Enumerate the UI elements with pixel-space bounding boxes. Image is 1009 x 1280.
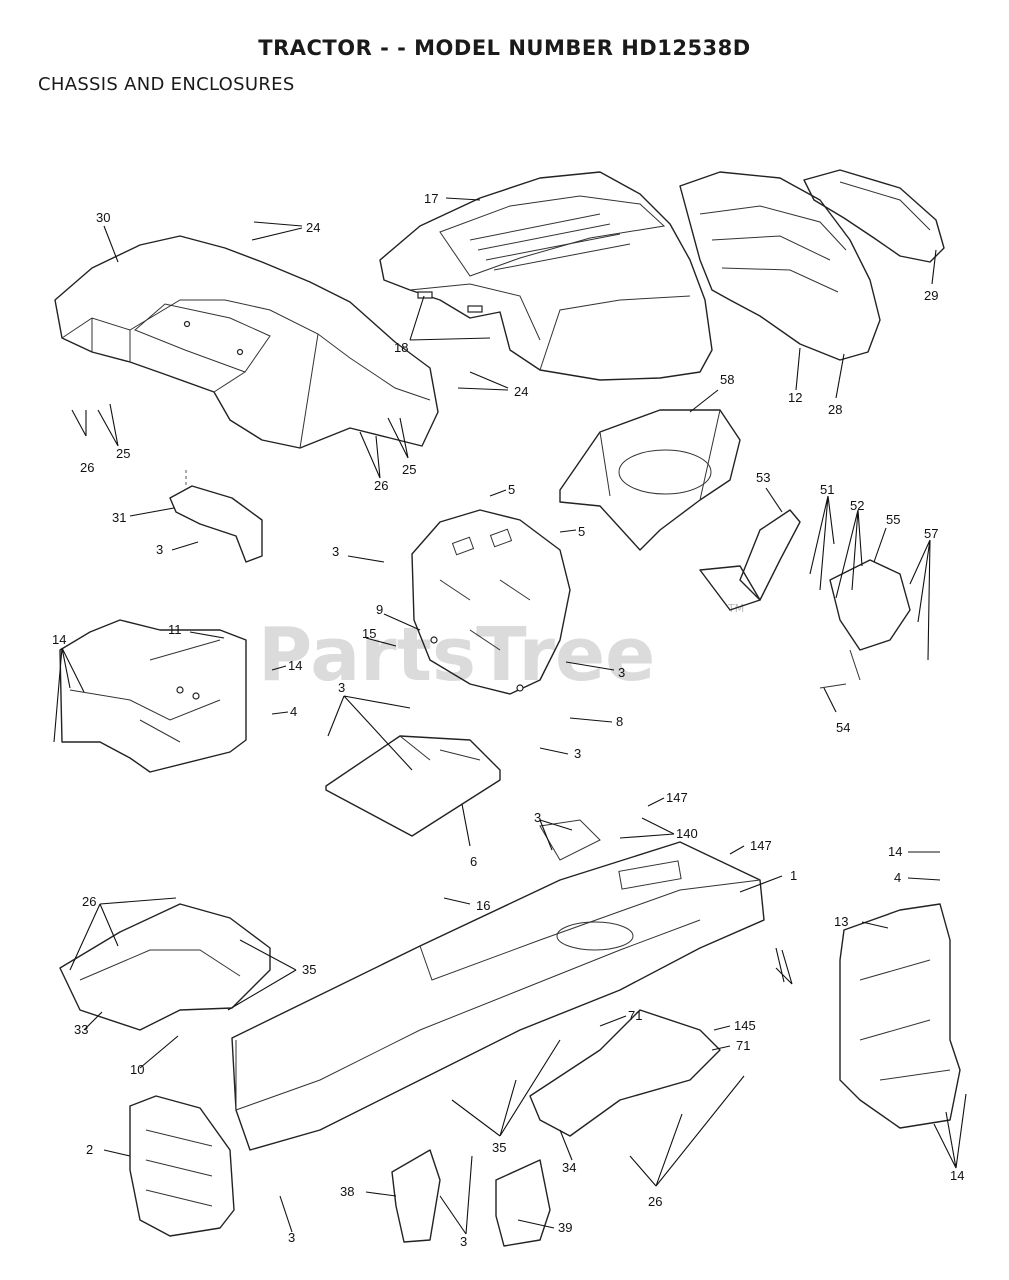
callout-28: 28: [828, 402, 842, 417]
callout-34: 34: [562, 1160, 576, 1175]
callout-25-right: 25: [402, 462, 416, 477]
callout-147-upper: 147: [666, 790, 688, 805]
callout-26-lower: 26: [648, 1194, 662, 1209]
callout-14-left: 14: [52, 632, 66, 647]
callout-53: 53: [756, 470, 770, 485]
part-dash-panel: [559, 409, 741, 551]
part-lower-plate: [529, 1009, 721, 1137]
callout-5-upper: 5: [508, 482, 515, 497]
part-front-grille: [679, 169, 945, 361]
watermark-brand: PartsTree: [258, 612, 655, 698]
callout-25-left: 25: [116, 446, 130, 461]
callout-39: 39: [558, 1220, 572, 1235]
callout-35-frame: 35: [492, 1140, 506, 1155]
callout-26-step: 26: [82, 894, 96, 909]
callout-145: 145: [734, 1018, 756, 1033]
part-hood: [379, 171, 713, 381]
callout-3-housing-right: 3: [618, 665, 625, 680]
callout-38: 38: [340, 1184, 354, 1199]
callout-52: 52: [850, 498, 864, 513]
watermark: PartsTree TM: [258, 602, 744, 698]
part-brackets-38-39: [391, 1149, 551, 1247]
part-main-frame: [231, 819, 765, 1151]
callout-71-upper: 71: [628, 1008, 642, 1023]
callout-labels: 30 24 17 29 18 24 25 26 25 26 12 28 58 5…: [52, 191, 964, 1249]
page-title: TRACTOR - - MODEL NUMBER HD12538D: [258, 36, 751, 60]
callout-5-lower: 5: [578, 524, 585, 539]
callout-3-bottom: 3: [460, 1234, 467, 1249]
callout-51: 51: [820, 482, 834, 497]
callout-9: 9: [376, 602, 383, 617]
part-floor-plate: [325, 735, 501, 837]
part-rear-fender: [54, 235, 439, 449]
callout-8: 8: [616, 714, 623, 729]
callout-11: 11: [168, 622, 182, 637]
callout-1: 1: [790, 868, 797, 883]
callout-147-lower: 147: [750, 838, 772, 853]
callout-24-lower: 24: [514, 384, 528, 399]
callout-18: 18: [394, 340, 408, 355]
callout-57: 57: [924, 526, 938, 541]
callout-33: 33: [74, 1022, 88, 1037]
callout-31: 31: [112, 510, 126, 525]
callout-58: 58: [720, 372, 734, 387]
part-left-side-panel: [59, 619, 247, 773]
callout-54: 54: [836, 720, 850, 735]
callout-26-left: 26: [80, 460, 94, 475]
part-bracket-31: [169, 470, 263, 563]
callout-14-mid: 14: [288, 658, 302, 673]
callout-3-frame: 3: [534, 810, 541, 825]
section-title: CHASSIS AND ENCLOSURES: [38, 74, 295, 95]
callout-3-clip: 3: [574, 746, 581, 761]
callout-35-step: 35: [302, 962, 316, 977]
callout-3-floor: 3: [338, 680, 345, 695]
part-step-plate: [59, 903, 271, 1031]
callout-29: 29: [924, 288, 938, 303]
part-control-housing: [411, 509, 571, 695]
callout-4-mid: 4: [290, 704, 297, 719]
part-pedal-linkage: [699, 509, 911, 689]
leader-lines: [53, 197, 967, 1235]
part-front-bracket: [129, 1095, 235, 1237]
callout-6: 6: [470, 854, 477, 869]
callout-14-right: 14: [888, 844, 902, 859]
callout-26-right: 26: [374, 478, 388, 493]
callout-14-lower: 14: [950, 1168, 964, 1183]
callout-15: 15: [362, 626, 376, 641]
callout-3-bracket: 3: [156, 542, 163, 557]
callout-55: 55: [886, 512, 900, 527]
callout-3-bracket-front: 3: [288, 1230, 295, 1245]
callout-16: 16: [476, 898, 490, 913]
callout-71-lower: 71: [736, 1038, 750, 1053]
callout-30: 30: [96, 210, 110, 225]
callout-2: 2: [86, 1142, 93, 1157]
callout-4-right: 4: [894, 870, 901, 885]
callout-17: 17: [424, 191, 438, 206]
callout-13: 13: [834, 914, 848, 929]
callout-10: 10: [130, 1062, 144, 1077]
callout-12: 12: [788, 390, 802, 405]
callout-140: 140: [676, 826, 698, 841]
callout-3-housing: 3: [332, 544, 339, 559]
part-right-side-panel: [839, 903, 961, 1129]
callout-24-upper: 24: [306, 220, 320, 235]
